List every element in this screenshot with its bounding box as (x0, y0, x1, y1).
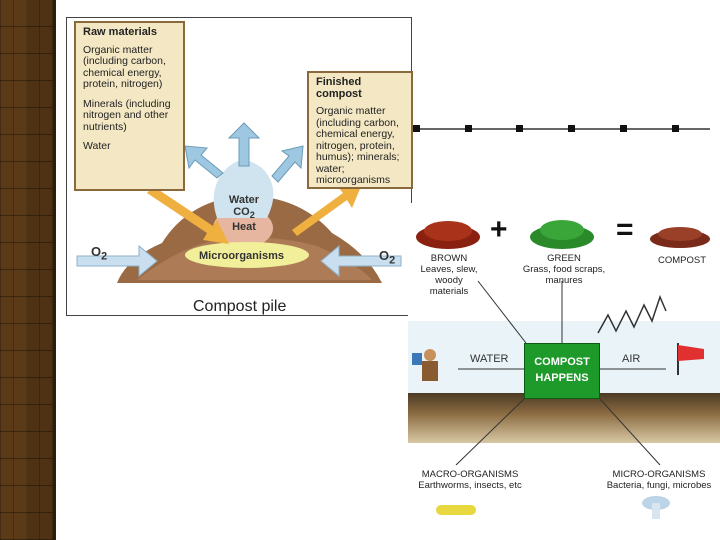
line-brown (478, 281, 526, 343)
micro-label: MICRO-ORGANISMS Bacteria, fungi, microbe… (600, 469, 718, 491)
heat-coil (598, 297, 666, 333)
micro-title: MICRO-ORGANISMS (600, 469, 718, 480)
compost-label: COMPOST (654, 255, 710, 266)
finished-compost-title: Finished compost (316, 77, 407, 100)
micro-desc: Bacteria, fungi, microbes (600, 480, 718, 491)
gas-co2-label: CO2 (222, 206, 266, 221)
raw-materials-title: Raw materials (83, 27, 179, 39)
center-line2: HAPPENS (525, 370, 599, 386)
green-title: GREEN (518, 253, 610, 264)
finished-compost-box: Finished compost Organic matter (includi… (307, 71, 413, 189)
raw-organic-text: Organic matter (including carbon, chemic… (83, 45, 179, 91)
plus-sign: + (490, 213, 508, 247)
line-macro (456, 399, 524, 465)
compost-pile-label: Compost pile (193, 298, 286, 316)
water-label: WATER (470, 353, 509, 365)
mushroom-stem (652, 503, 660, 519)
center-line1: COMPOST (525, 354, 599, 370)
o2-arrow-left (77, 246, 157, 276)
gas-co2-sub: 2 (250, 210, 255, 220)
dot-6 (672, 125, 679, 132)
gas-heat-label: Heat (222, 221, 266, 233)
person-body (422, 361, 438, 381)
green-desc: Grass, food scraps, manures (518, 264, 610, 286)
equals-sign: = (616, 213, 634, 247)
dot-4 (568, 125, 575, 132)
person-head (424, 349, 436, 361)
raw-minerals-text: Minerals (including nitrogen and other n… (83, 99, 179, 134)
compost-happens-box: COMPOST HAPPENS (524, 343, 600, 399)
green-pile-top (540, 220, 584, 240)
macro-desc: Earthworms, insects, etc (410, 480, 530, 491)
compost-pile-top (658, 227, 702, 241)
finished-compost-text: Organic matter (including carbon, chemic… (316, 106, 407, 187)
brown-title: BROWN (416, 253, 482, 264)
raw-water-text: Water (83, 141, 179, 153)
compost-happens-diagram: + = BROWN Leaves, slew, woody materials … (408, 203, 720, 540)
arrow-up-center (229, 123, 259, 166)
brown-label: BROWN Leaves, slew, woody materials (416, 253, 482, 297)
brown-pile-top (424, 221, 472, 241)
raw-materials-box: Raw materials Organic matter (including … (74, 21, 185, 191)
windsock (678, 345, 704, 361)
macro-label: MACRO-ORGANISMS Earthworms, insects, etc (410, 469, 530, 491)
arrow-up-left (185, 146, 223, 178)
dot-3 (516, 125, 523, 132)
arrow-up-right (272, 146, 303, 182)
o2-right-label: O2 (379, 248, 395, 267)
dot-1 (413, 125, 420, 132)
dot-2 (465, 125, 472, 132)
wood-border (0, 0, 53, 540)
gas-co2-text: CO (233, 206, 250, 218)
macro-title: MACRO-ORGANISMS (410, 469, 530, 480)
o2-right-text: O (379, 248, 389, 263)
compost-pile-diagram: Raw materials Organic matter (including … (66, 17, 412, 316)
brown-desc: Leaves, slew, woody materials (416, 264, 482, 297)
line-micro (600, 399, 660, 465)
gas-water-label: Water (222, 194, 266, 206)
air-label: AIR (622, 353, 640, 365)
worm (436, 505, 476, 515)
green-label: GREEN Grass, food scraps, manures (518, 253, 610, 286)
gas-labels: Water CO2 Heat (222, 194, 266, 233)
o2-right-sub: 2 (389, 255, 395, 267)
microorganisms-label: Microorganisms (199, 250, 284, 262)
o2-left-label: O2 (91, 244, 107, 263)
dotted-line (410, 128, 710, 130)
o2-left-sub: 2 (101, 251, 107, 263)
o2-left-text: O (91, 244, 101, 259)
dot-5 (620, 125, 627, 132)
watering-can (412, 353, 422, 365)
border-edge (53, 0, 56, 540)
